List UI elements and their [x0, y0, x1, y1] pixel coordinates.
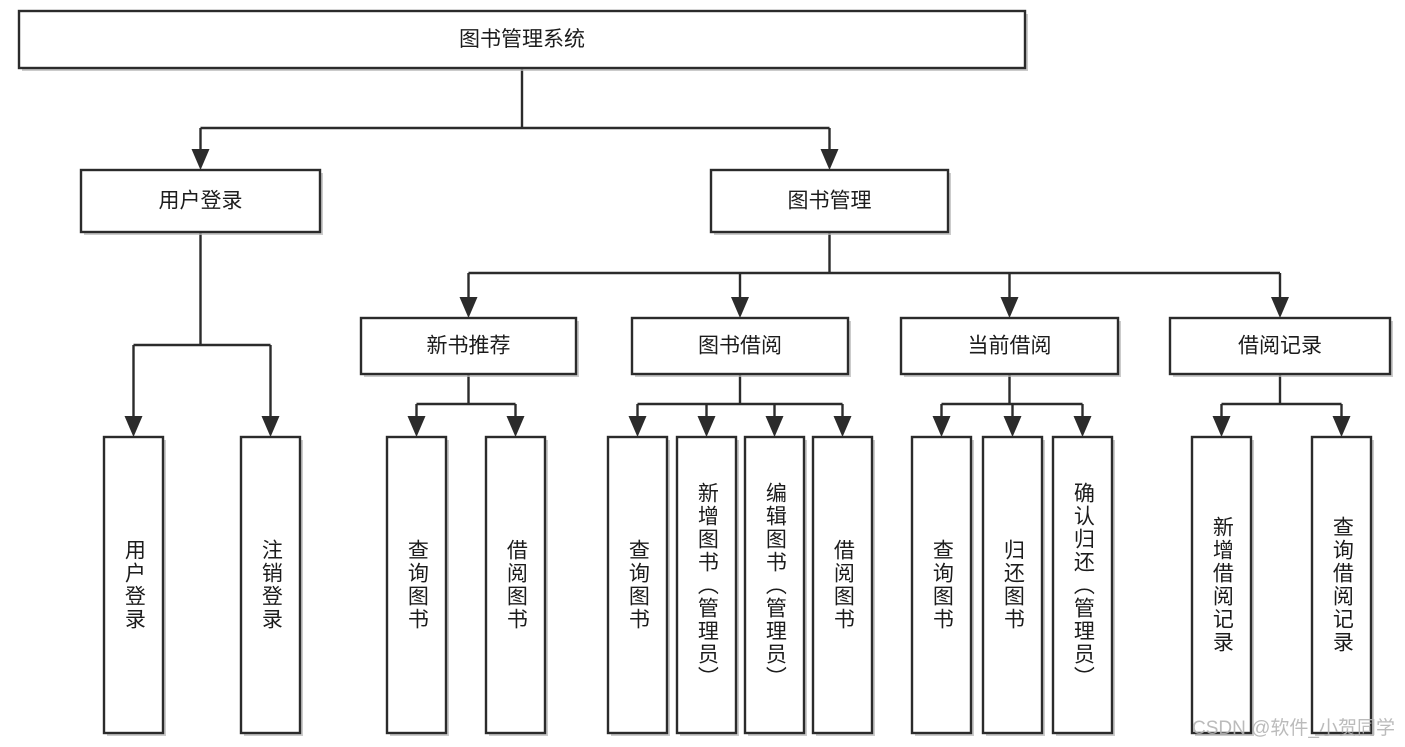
link-borrow-record-arrow-1	[1332, 416, 1351, 437]
node-leaf-query-book-recommend[interactable]	[385, 435, 448, 735]
node-boxes-layer	[17, 9, 1393, 736]
node-root[interactable]	[17, 9, 1027, 70]
node-leaf-add-book-admin[interactable]	[675, 435, 738, 735]
link-current-borrow-arrow-0	[932, 416, 951, 437]
node-new-book-recommend[interactable]	[359, 316, 578, 376]
node-leaf-query-book-current[interactable]	[910, 435, 973, 735]
node-current-borrow-label: 当前借阅	[968, 335, 1052, 358]
link-root-arrow-0	[191, 149, 210, 170]
link-current-borrow-arrow-2	[1073, 416, 1092, 437]
node-leaf-logout-login[interactable]	[239, 435, 302, 735]
node-new-book-recommend-label: 新书推荐	[427, 335, 511, 358]
link-book-borrow-arrow-2	[765, 416, 784, 437]
node-leaf-borrow-book[interactable]	[811, 435, 874, 735]
node-user-login[interactable]	[79, 168, 322, 234]
link-book-borrow-arrow-3	[833, 416, 852, 437]
node-leaf-query-borrow-record[interactable]	[1310, 435, 1373, 735]
link-book-manage-arrow-3	[1271, 297, 1289, 318]
node-leaf-edit-book-admin[interactable]	[743, 435, 806, 735]
node-leaf-confirm-return-admin[interactable]	[1051, 435, 1114, 735]
link-book-borrow-arrow-0	[628, 416, 647, 437]
node-book-borrow-label: 图书借阅	[698, 335, 782, 358]
link-book-manage-arrow-0	[459, 297, 478, 318]
node-current-borrow[interactable]	[899, 316, 1120, 376]
node-leaf-query-book-borrow[interactable]	[606, 435, 669, 735]
link-user-login-arrow-1	[261, 416, 280, 437]
node-leaf-user-login[interactable]	[102, 435, 165, 735]
link-book-manage-arrow-1	[731, 297, 749, 318]
link-root-arrow-1	[820, 149, 839, 170]
node-leaf-return-book[interactable]	[981, 435, 1044, 735]
link-book-manage-arrow-2	[1000, 297, 1019, 318]
node-book-manage-label: 图书管理	[788, 190, 872, 213]
link-book-borrow-arrow-1	[697, 416, 716, 437]
node-leaf-add-borrow-record[interactable]	[1190, 435, 1253, 735]
node-borrow-record[interactable]	[1168, 316, 1392, 376]
node-book-borrow[interactable]	[630, 316, 850, 376]
node-user-login-label: 用户登录	[159, 190, 243, 213]
node-borrow-record-label: 借阅记录	[1238, 335, 1322, 358]
connectors-layer	[124, 68, 1351, 437]
node-book-manage[interactable]	[709, 168, 950, 234]
link-current-borrow-arrow-1	[1003, 416, 1022, 437]
node-root-label: 图书管理系统	[459, 28, 585, 51]
csdn-watermark: CSDN @软件_小贺同学	[1192, 718, 1395, 739]
link-user-login-arrow-0	[124, 416, 143, 437]
link-borrow-record-arrow-0	[1212, 416, 1231, 437]
link-new-book-recommend-arrow-1	[506, 416, 525, 437]
link-new-book-recommend-arrow-0	[407, 416, 426, 437]
node-leaf-borrow-book-recommend[interactable]	[484, 435, 547, 735]
